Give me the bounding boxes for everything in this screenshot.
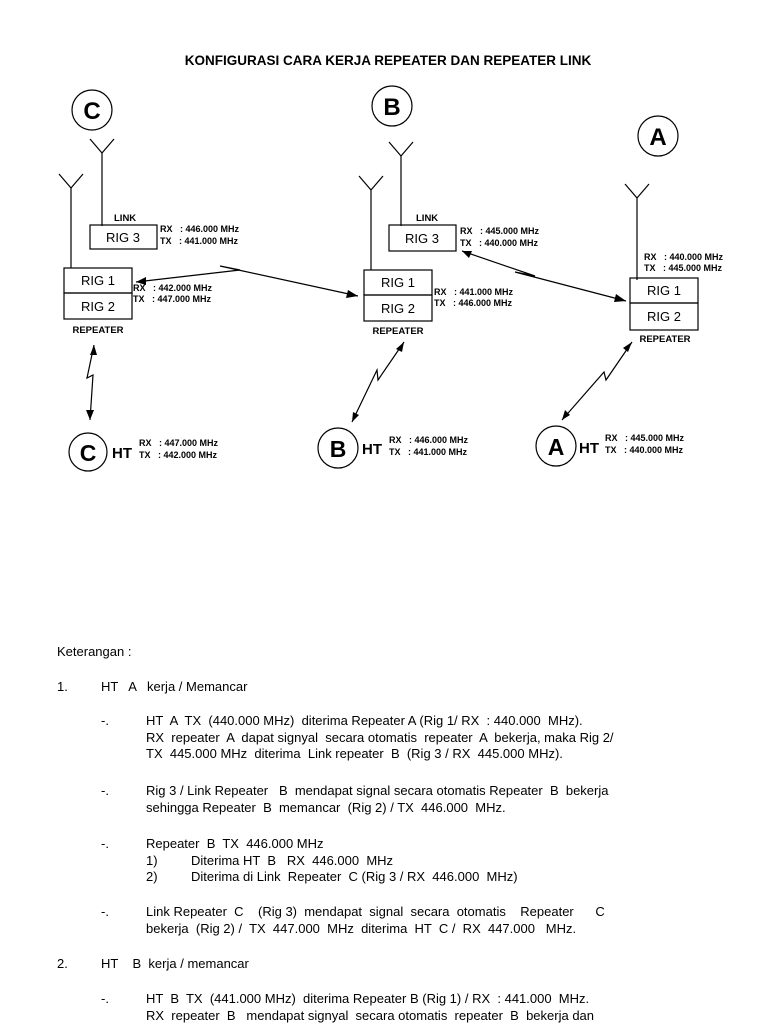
ht-label-b: HT [362,441,382,458]
page-title: KONFIGURASI CARA KERJA REPEATER DAN REPE… [184,53,592,68]
ht-tx-b: TX : 441.000 MHz [389,447,468,457]
repeater-link-diagram: C B A LINK RIG 3 RX : 446.000 MHz TX : 4… [58,85,724,472]
bullet-line: TX 445.000 MHz diterima Link repeater B … [146,746,563,761]
circle-b-letter: B [383,94,400,121]
bullet-dash: -. [101,904,109,919]
rig2-label-a: RIG 2 [647,309,681,324]
arrow-head [614,294,626,302]
rep-tx-a: TX : 445.000 MHz [644,263,723,273]
circle-a [637,115,679,157]
bullet-line: RX repeater A dapat signyal secara otoma… [146,729,614,745]
rig3-label-b: RIG 3 [405,231,439,246]
sub-item: 1) Diterima HT B RX 446.000 MHz [146,853,696,870]
link-rep-a-ht-a [561,341,633,421]
antenna-icon [89,138,115,226]
ht-letter-a: A [548,434,565,460]
sub-number: 1) [146,852,158,868]
arrow-head [396,342,404,352]
arrow-head [90,345,97,355]
rep-rx-b: RX : 441.000 MHz [434,287,514,297]
bullet-dash: -. [101,713,109,728]
arrow-head [136,277,146,285]
link-c-b [135,265,359,297]
sub-text: Diterima HT B RX 446.000 MHz [191,852,394,868]
circle-a-letter: A [649,124,666,151]
ht-circle-b [317,427,359,469]
link-tx-b: TX : 440.000 MHz [460,238,539,248]
antenna-icon [624,183,650,280]
section-number: 2. [57,956,68,971]
bullet-dash: -. [101,991,109,1006]
rig2-box-b [363,294,433,322]
link-rx-c: RX : 446.000 MHz [160,224,240,234]
ht-letter-c: C [80,440,97,466]
circle-c [71,89,113,131]
rig1-label-b: RIG 1 [381,275,415,290]
rep-tx-c: TX : 447.000 MHz [133,294,212,304]
antenna-icon [388,141,414,226]
link-b-a [461,250,627,302]
repeater-label-a: REPEATER [639,334,690,345]
ht-circle-c [68,432,108,472]
rig2-box-c [63,292,133,320]
section-title: HT A kerja / Memancar [101,679,248,694]
keterangan-heading: Keterangan : [57,644,132,659]
circle-c-letter: C [83,98,100,125]
rig3-label-c: RIG 3 [106,230,140,245]
rig1-label-a: RIG 1 [647,283,681,298]
ht-label-c: HT [112,445,132,462]
rig3-box-b [388,224,457,252]
rig2-label-c: RIG 2 [81,299,115,314]
ht-rx-a: RX : 445.000 MHz [605,433,685,443]
bullet-line: Rig 3 / Link Repeater B mendapat signal … [146,783,609,798]
bullet-dash: -. [101,783,109,798]
rep-tx-b: TX : 446.000 MHz [434,298,513,308]
bullet-line: sehingga Repeater B memancar (Rig 2) / T… [146,799,506,815]
rig3-box-c [89,224,158,250]
arrow-head [623,342,632,352]
ht-rx-b: RX : 446.000 MHz [389,435,469,445]
ht-circle-a [535,425,577,467]
arrow-head [86,410,94,420]
circle-b [371,85,413,127]
repeater-label-c: REPEATER [72,325,123,336]
ht-label-a: HT [579,440,599,457]
bullet-line: RX repeater B mendapat signyal secara ot… [146,1007,595,1023]
rep-rx-a: RX : 440.000 MHz [644,252,724,262]
link-label-c: LINK [114,213,136,224]
link-label-b: LINK [416,213,438,224]
bullet-line: HT A TX (440.000 MHz) diterima Repeater … [146,713,583,728]
sub-number: 2) [146,869,158,884]
rep-rx-c: RX : 442.000 MHz [133,283,213,293]
link-rep-c-ht-c [86,344,95,421]
bullet-line: HT B TX (441.000 MHz) diterima Repeater … [146,991,590,1006]
ht-letter-b: B [330,436,347,462]
arrow-head [352,412,359,422]
link-tx-c: TX : 441.000 MHz [160,236,239,246]
link-rx-b: RX : 445.000 MHz [460,226,540,236]
sub-item: 2) Diterima di Link Repeater C (Rig 3 / R… [146,869,696,886]
ht-rx-c: RX : 447.000 MHz [139,438,219,448]
ht-tx-a: TX : 440.000 MHz [605,445,684,455]
arrow-head [346,290,358,298]
rig2-label-b: RIG 2 [381,301,415,316]
bullet-line: bekerja (Rig 2) / TX 447.000 MHz diterim… [146,920,577,936]
arrow-head [562,410,570,420]
rig2-box-a [629,302,699,331]
bullet-dash: -. [101,836,109,851]
arrow-head [462,251,472,258]
rig1-label-c: RIG 1 [81,273,115,288]
antenna-icon [358,175,384,270]
repeater-label-b: REPEATER [372,326,423,337]
section-title: HT B kerja / memancar [101,956,249,971]
sub-text: Diterima di Link Repeater C (Rig 3 / RX … [191,869,518,884]
link-rep-b-ht-b [351,341,405,423]
bullet-line: Repeater B TX 446.000 MHz [146,836,324,851]
section-number: 1. [57,679,68,694]
bullet-line: Link Repeater C (Rig 3) mendapat signal … [146,904,605,919]
ht-tx-c: TX : 442.000 MHz [139,450,218,460]
antenna-icon [58,173,84,268]
